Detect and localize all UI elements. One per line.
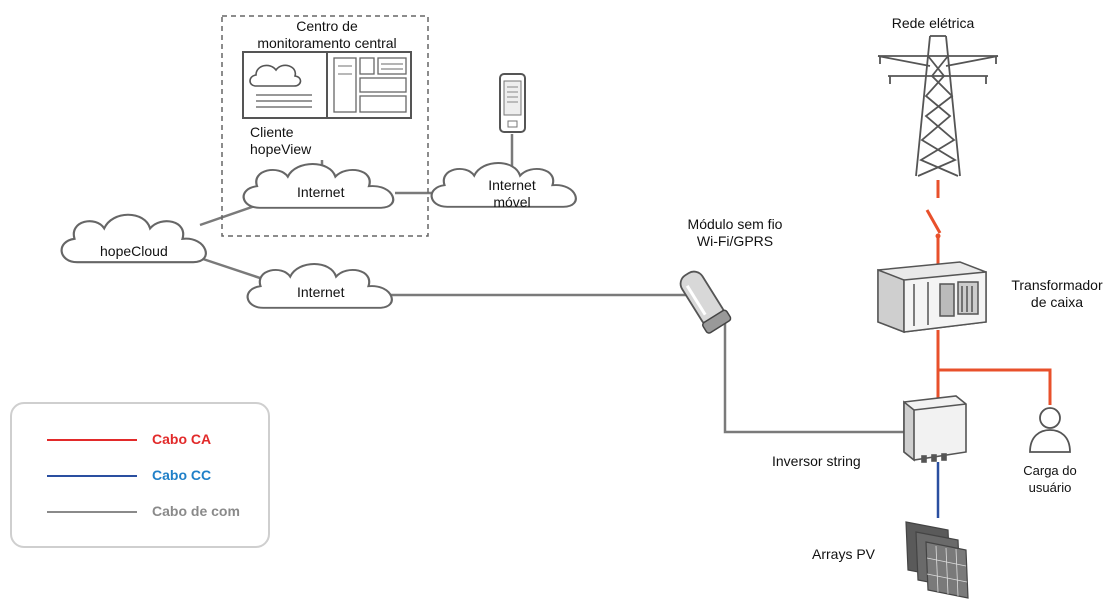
monitoring-center-label: Centro de monitoramento central [232,18,422,52]
user-load-label: Carga do usuário [1010,462,1090,496]
monitoring-center-line2: monitoramento central [257,35,397,51]
transformer-line1: Transformador [1011,277,1103,293]
wireless-module-line2: Wi-Fi/GPRS [696,233,774,249]
user-load-line1: Carga do [1023,463,1077,478]
legend-label-ac: Cabo CA [152,431,212,447]
internet-bottom-label: Internet [297,284,345,300]
hopeview-client-label: Cliente hopeView [250,124,311,158]
tower-icon [877,35,999,177]
mobile-internet-line1: Internet [488,177,536,193]
hopeview-client-line2: hopeView [250,141,312,157]
antenna-icon [679,270,732,334]
inverter-icon [903,395,967,463]
com-cables [199,134,905,434]
wireless-module-label: Módulo sem fio Wi-Fi/GPRS [660,216,810,250]
legend-label-dc: Cabo CC [152,467,212,483]
hopeview-client-line1: Cliente [250,124,294,140]
grid-label: Rede elétrica [891,15,975,31]
user-load-line2: usuário [1028,480,1072,495]
monitor-icon [242,51,412,119]
pv-arrays-label: Arrays PV [812,546,876,562]
inverter-label: Inversor string [772,453,861,469]
mobile-internet-label: Internet móvel [472,177,552,211]
internet-top-label: Internet [297,184,345,200]
solar-panel-icon [905,521,969,599]
legend-label-com: Cabo de com [152,503,240,519]
legend-item-ac: Cabo CA [12,430,268,450]
monitoring-center-frame [221,15,429,237]
user-icon [1029,407,1071,453]
legend: Cabo CA Cabo CC Cabo de com [10,402,270,548]
phone-icon [499,73,526,133]
legend-item-dc: Cabo CC [12,466,268,486]
legend-swatch-dc [47,475,137,477]
legend-swatch-com [47,511,137,513]
wireless-module-line1: Módulo sem fio [687,216,783,232]
switch-icon [935,233,941,239]
transformer-icon [877,261,987,334]
legend-item-com: Cabo de com [12,502,268,522]
transformer-line2: de caixa [1030,294,1084,310]
mobile-internet-line2: móvel [493,194,531,210]
monitoring-center-line1: Centro de [296,18,358,34]
legend-swatch-ac [47,439,137,441]
transformer-label: Transformador de caixa [995,277,1119,311]
hopecloud-label: hopeCloud [100,243,168,259]
